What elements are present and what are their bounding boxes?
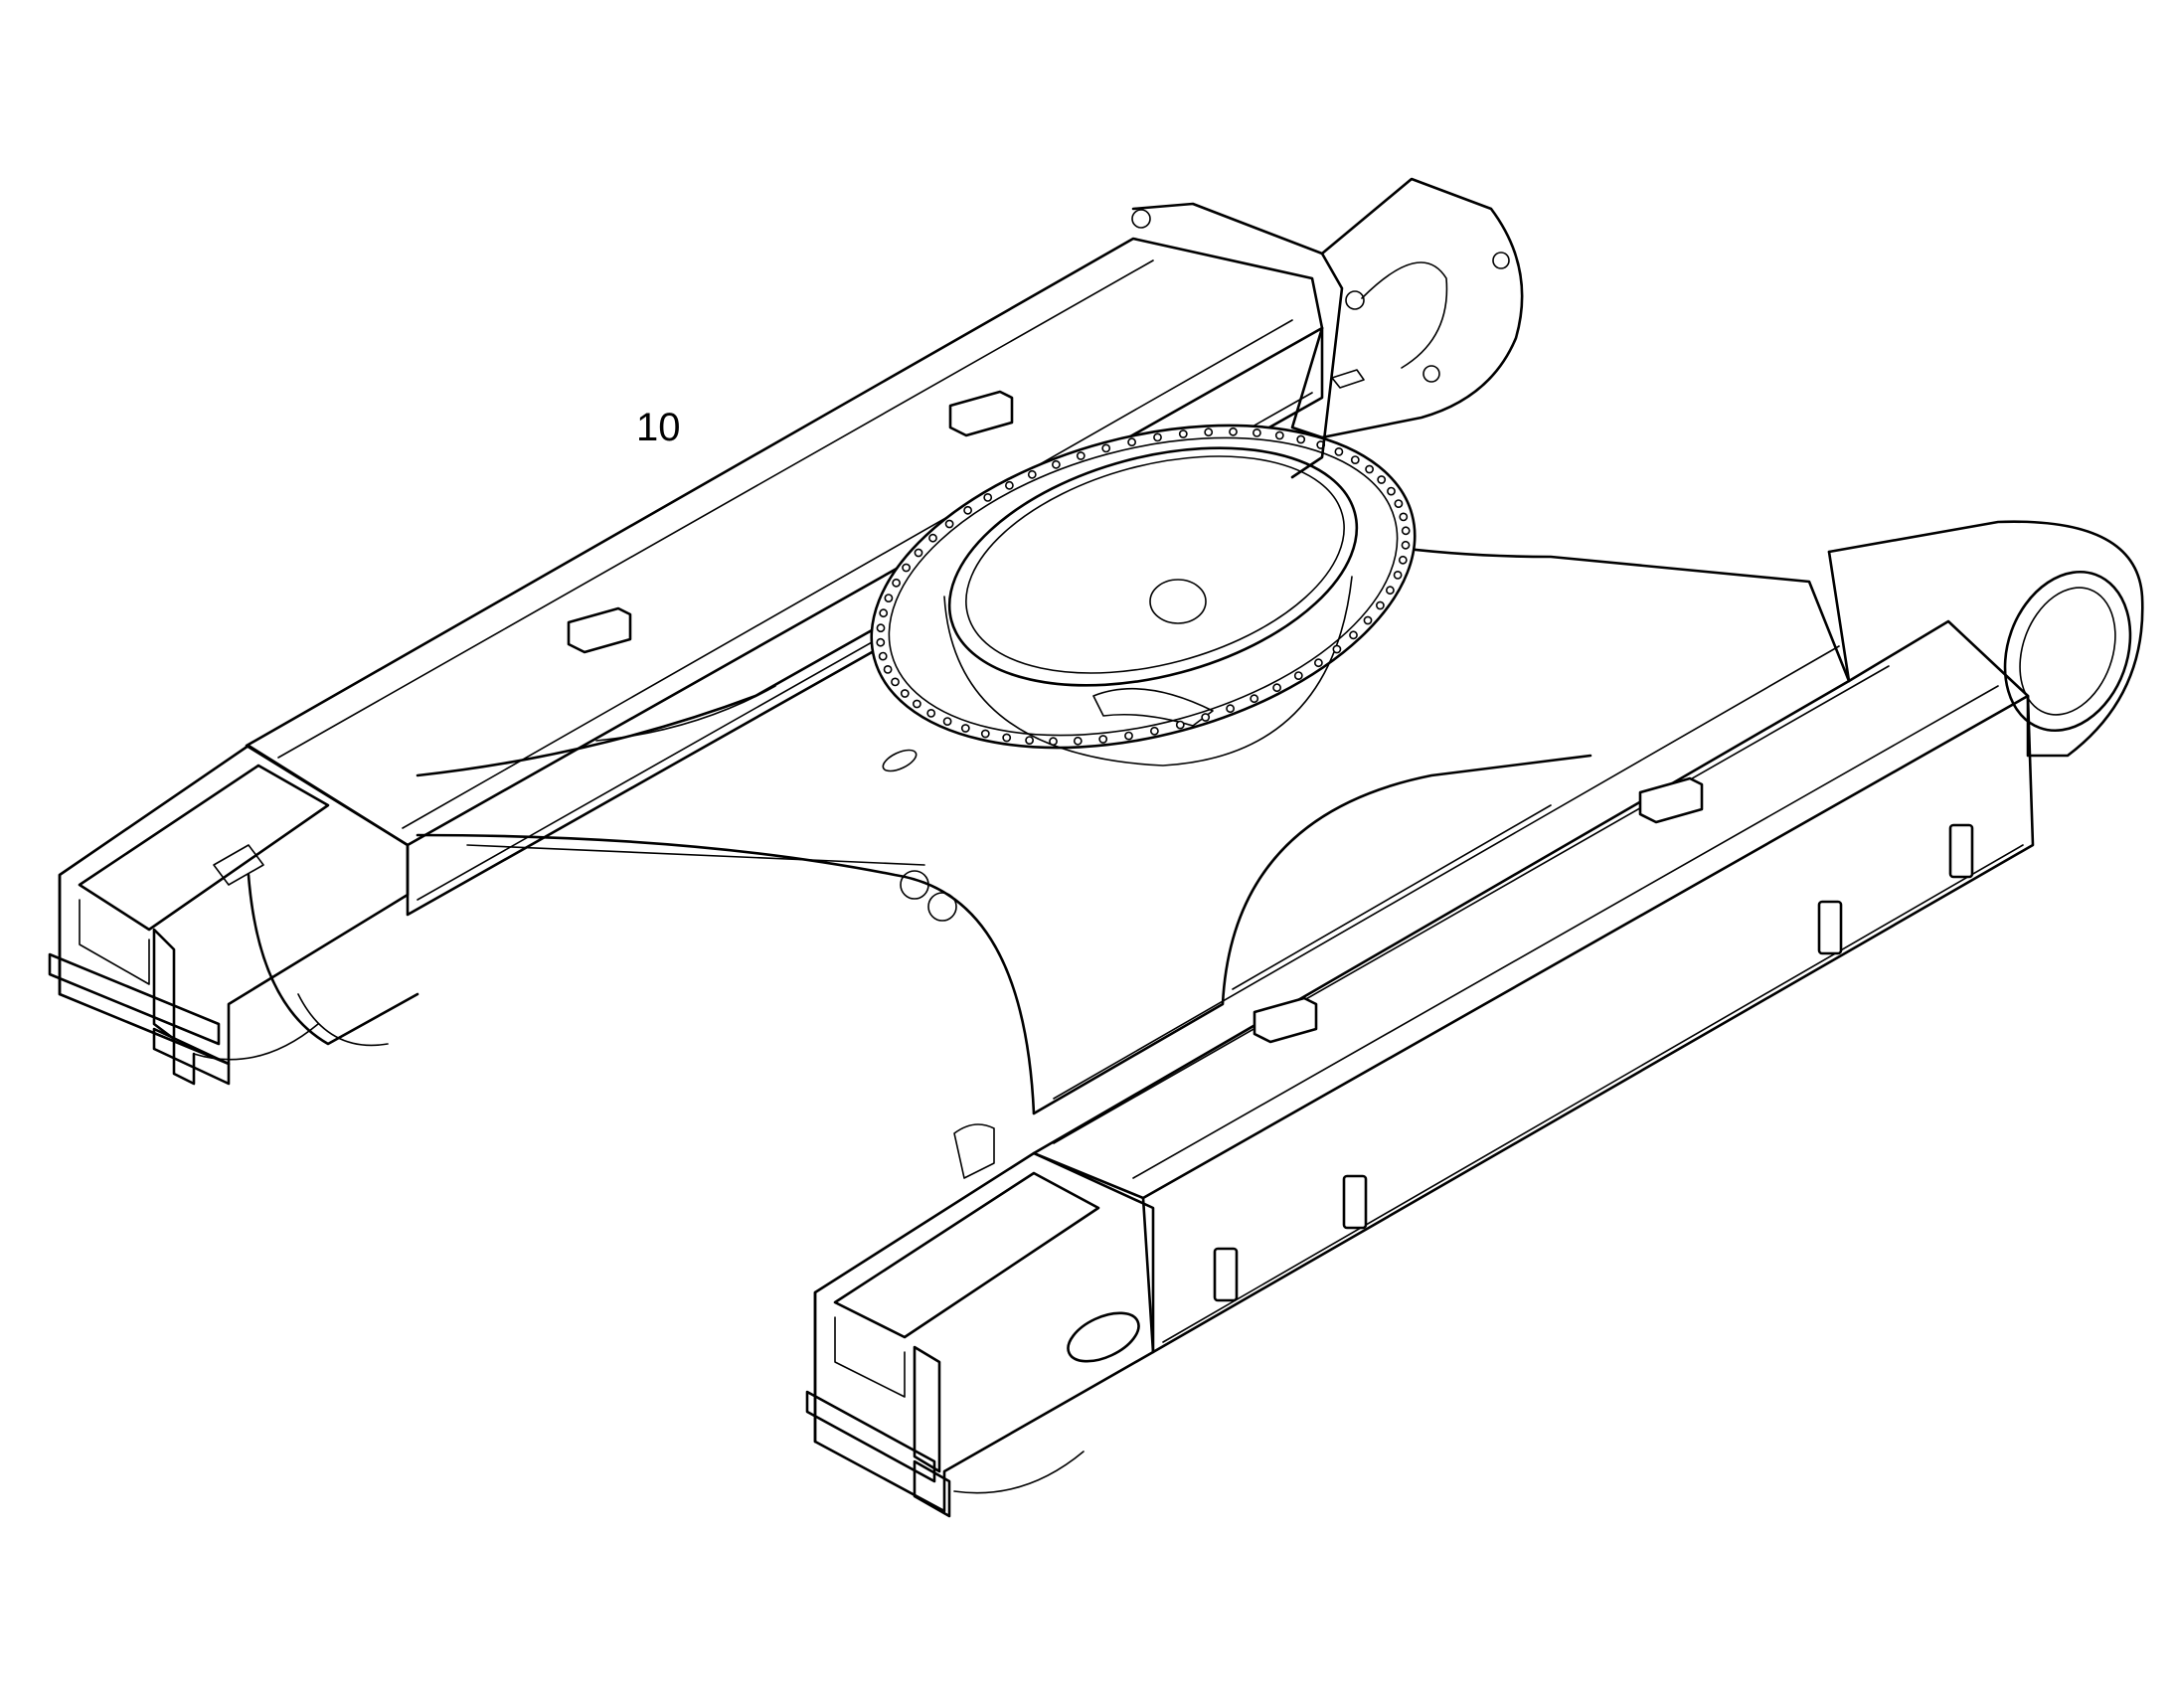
bolt-hole <box>878 651 888 661</box>
bolt-hole <box>928 533 937 543</box>
bolt-hole <box>1175 720 1185 730</box>
bolt-hole <box>1002 733 1012 743</box>
bolt-hole <box>1376 600 1385 610</box>
bolt-hole <box>1349 630 1358 640</box>
right-front-bracket <box>805 1123 1155 1518</box>
bolt-hole <box>1314 658 1323 668</box>
bolt-hole <box>884 594 894 602</box>
bearing-bolt-holes <box>876 427 1411 747</box>
bolt-hole <box>900 689 910 698</box>
bolt-hole <box>1226 704 1235 714</box>
bolt-hole <box>1401 526 1411 536</box>
bolt-hole <box>944 519 954 529</box>
bolt-hole <box>942 717 952 726</box>
bolt-hole <box>1350 455 1360 464</box>
swing-bearing-ring <box>870 424 1417 767</box>
bolt-hole <box>1076 451 1086 460</box>
bolt-hole <box>1293 671 1303 680</box>
bolt-hole <box>980 729 990 739</box>
right-track-frame <box>1032 619 2035 1354</box>
bolt-hole <box>1049 737 1058 747</box>
bolt-hole <box>960 724 970 733</box>
left-rear-sprocket-housing <box>1131 177 1524 479</box>
bolt-hole <box>963 505 972 515</box>
right-rear-sprocket-housing <box>1827 520 2144 758</box>
bolt-hole <box>1386 586 1395 596</box>
bolt-hole <box>1272 683 1281 693</box>
bolt-hole <box>1334 446 1344 456</box>
bolt-hole <box>1073 736 1083 746</box>
bolt-hole <box>1363 615 1373 625</box>
bolt-hole <box>1124 731 1133 741</box>
bolt-hole <box>1332 644 1342 654</box>
bolt-hole <box>876 637 886 647</box>
bolt-hole <box>913 699 921 709</box>
bolt-hole <box>1027 469 1037 479</box>
bolt-hole <box>1253 427 1261 437</box>
bolt-hole <box>1150 726 1159 736</box>
bolt-hole <box>1201 713 1211 722</box>
bolt-hole <box>1250 694 1259 704</box>
bolt-hole <box>926 709 936 718</box>
bolt-hole <box>1153 432 1162 442</box>
left-front-bracket <box>48 744 410 1086</box>
bolt-hole <box>1296 434 1306 444</box>
bolt-hole <box>1377 475 1387 484</box>
bolt-hole <box>1365 464 1374 474</box>
bolt-hole <box>1229 427 1238 436</box>
bolt-hole <box>891 677 900 687</box>
bolt-hole <box>1387 486 1396 496</box>
bolt-hole <box>1025 736 1034 745</box>
bolt-hole <box>876 623 886 633</box>
bolt-hole <box>1127 437 1136 447</box>
bolt-hole <box>1393 571 1403 580</box>
bolt-hole <box>892 578 901 588</box>
bolt-hole <box>1274 430 1284 440</box>
bolt-hole <box>914 548 923 558</box>
mounting-pads <box>567 390 1974 1302</box>
bolt-hole <box>1401 540 1411 550</box>
bolt-hole <box>1399 512 1409 522</box>
bolt-hole <box>1178 429 1188 438</box>
bolt-hole <box>1101 443 1111 453</box>
bolt-hole <box>1394 499 1404 508</box>
bolt-hole <box>1398 555 1408 565</box>
bolt-hole <box>983 492 993 502</box>
bolt-hole <box>883 665 893 674</box>
bolt-hole <box>1204 427 1214 437</box>
bolt-hole <box>1005 480 1014 490</box>
bolt-hole <box>1052 459 1061 469</box>
bolt-hole <box>1098 735 1108 744</box>
bolt-hole <box>902 563 911 573</box>
callout-label-10: 10 <box>636 406 681 449</box>
bolt-hole <box>879 608 889 618</box>
